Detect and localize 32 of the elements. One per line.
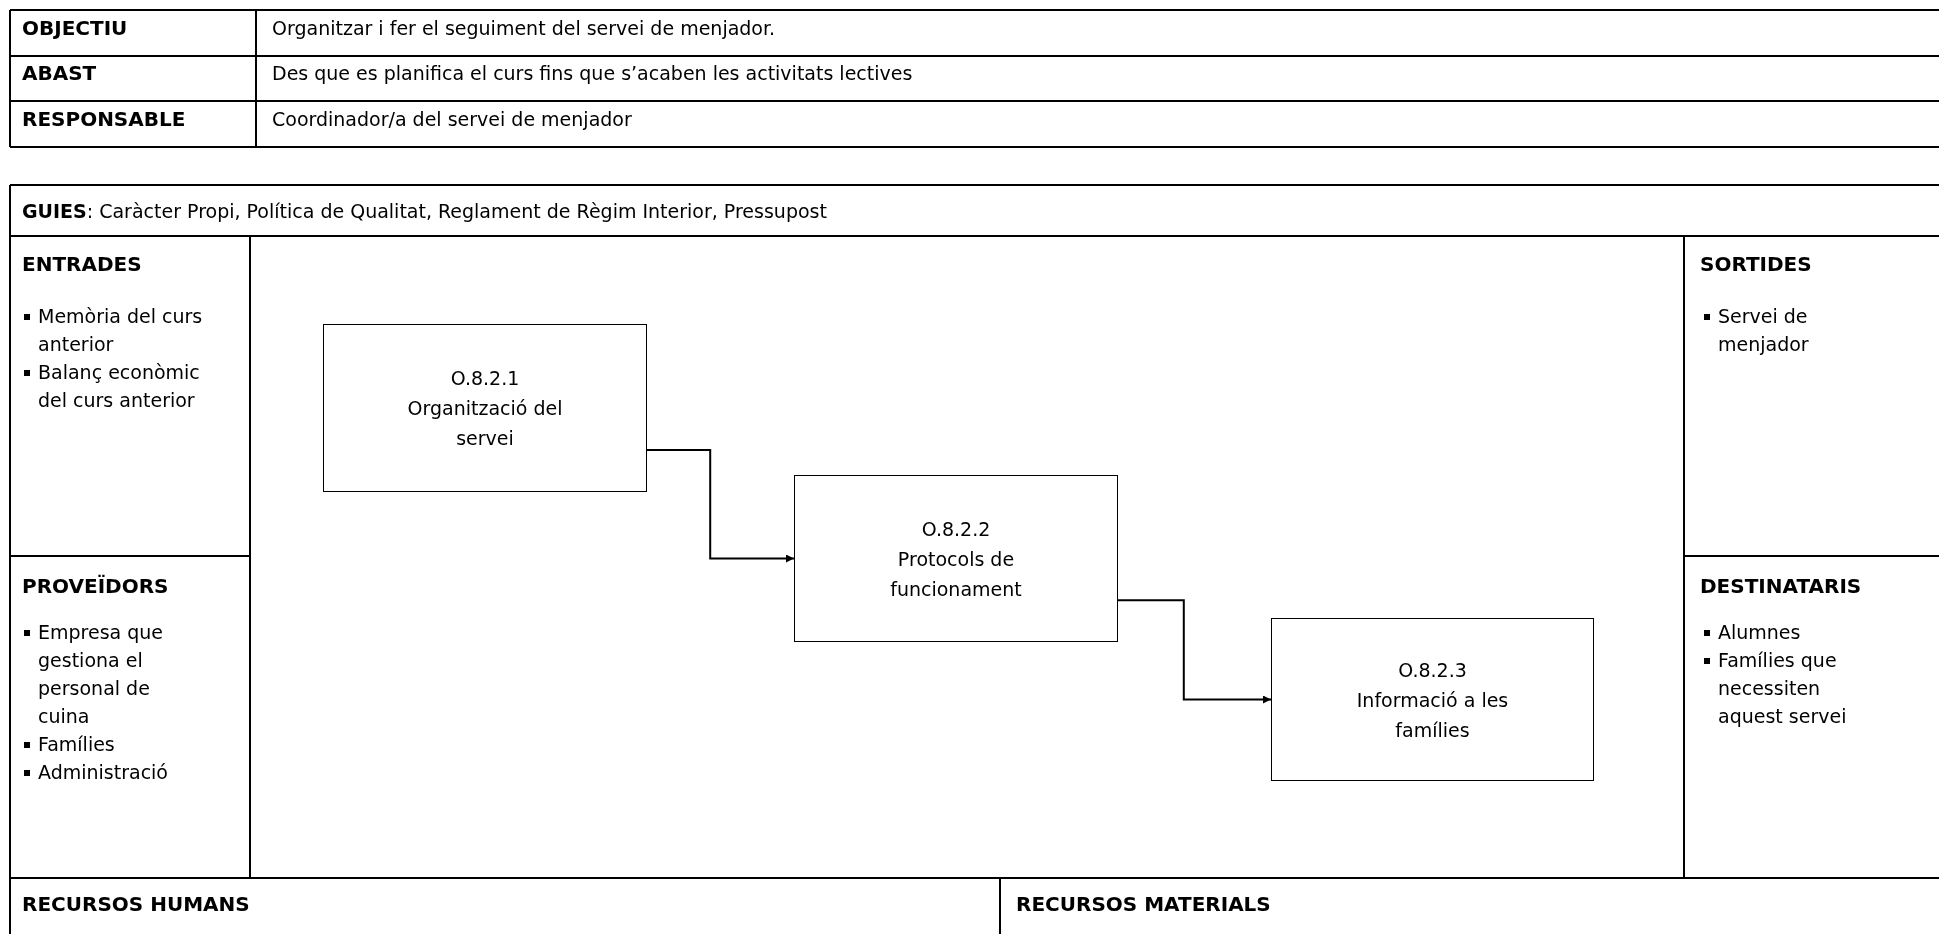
row-header: OBJECTIU — [22, 15, 129, 42]
section-heading: RECURSOS HUMANS — [22, 891, 251, 918]
section-heading: DESTINATARIS — [1700, 573, 1863, 600]
list-item: Famílies que necessiten aquest servei — [1718, 648, 1848, 729]
list-item: Alumnes — [1718, 620, 1802, 645]
list-item: Memòria del curs anterior — [38, 304, 203, 357]
cell-text: Coordinador/a del servei de menjador — [272, 107, 633, 132]
list-item: Balanç econòmic del curs anterior — [38, 360, 201, 413]
section-heading: SORTIDES — [1700, 251, 1813, 278]
process-title: Informació a les famílies — [1355, 687, 1510, 743]
guides-text: GUIES: Caràcter Propi, Política de Qualitat, Reglament de Règim Interior, Pressupost — [22, 199, 828, 224]
list-item: Empresa que gestiona el personal de cuina — [38, 620, 165, 729]
list-item: Famílies — [38, 732, 116, 757]
row-header: ABAST — [22, 60, 98, 87]
process-title: Organització del servei — [406, 396, 564, 451]
arrow — [1117, 599, 1272, 704]
section-heading: RECURSOS MATERIALS — [1016, 891, 1272, 918]
list-item: Servei de menjador — [1718, 304, 1810, 357]
process-code: O.8.2.1 — [450, 366, 520, 391]
cell-text: Organitzar i fer el seguiment del servei de menjador. — [272, 16, 777, 41]
process-box — [794, 475, 1118, 642]
process-code: O.8.2.3 — [1398, 657, 1467, 683]
section-heading: ENTRADES — [22, 251, 143, 278]
process-title: Protocols de funcionament — [889, 546, 1023, 602]
row-header: RESPONSABLE — [22, 106, 187, 133]
section-heading: PROVEÏDORS — [22, 573, 170, 600]
list-item: Administració — [38, 760, 169, 785]
arrow — [646, 449, 795, 563]
process-box — [1271, 618, 1594, 781]
process-code: O.8.2.2 — [921, 516, 991, 542]
cell-text: Des que es planifica el curs fins que s’acaben les activitats lectives — [272, 61, 914, 86]
process-box — [323, 324, 647, 492]
